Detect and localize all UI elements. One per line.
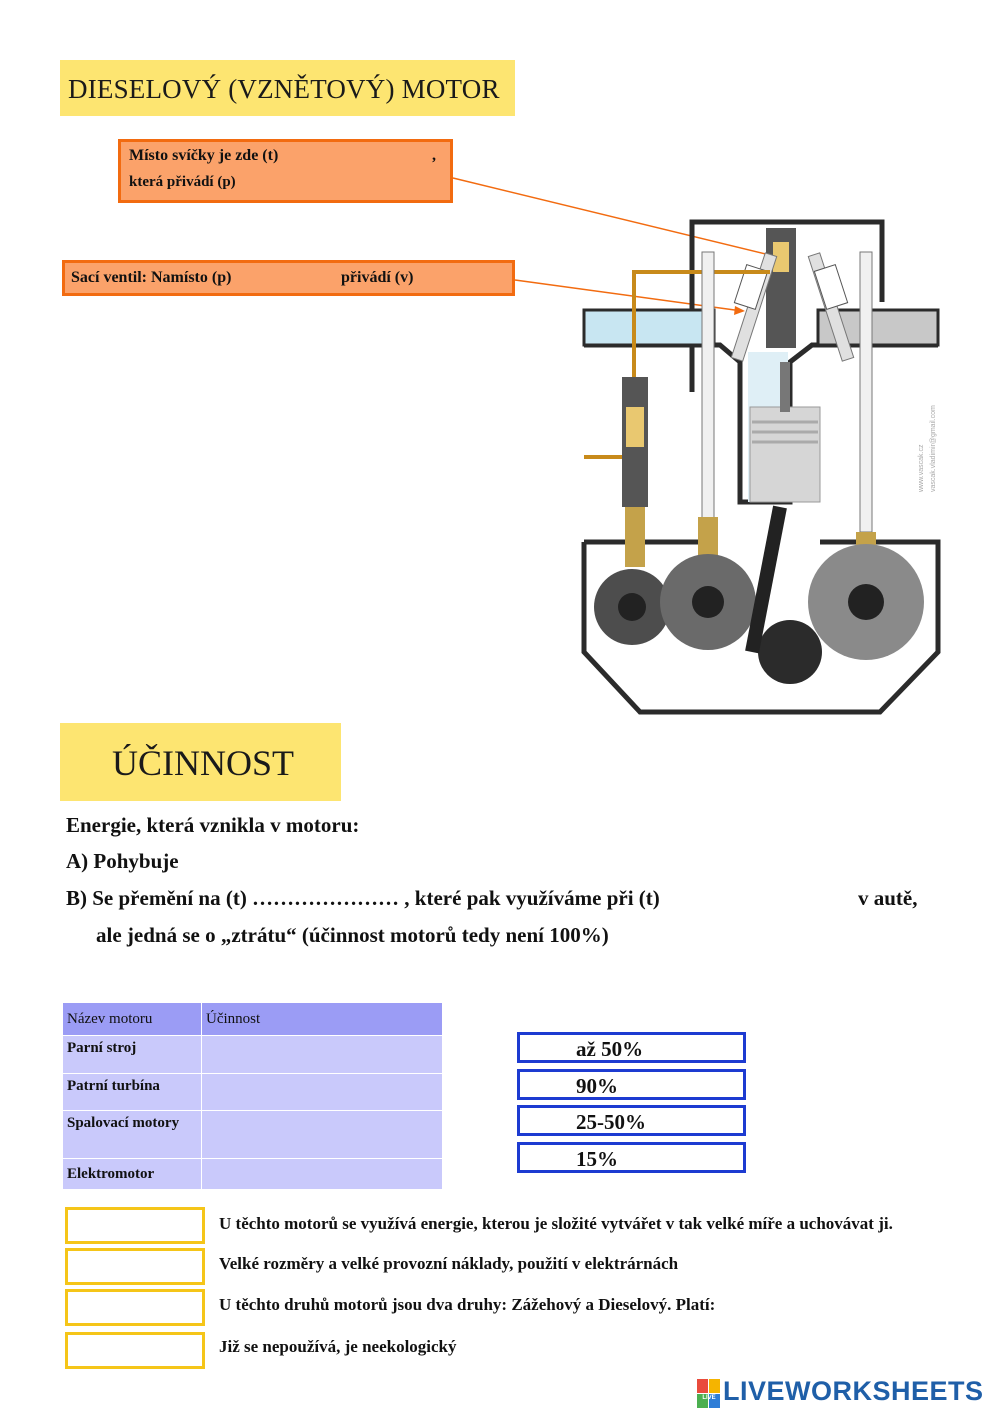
logo-text: LIVEWORKSHEETS: [723, 1376, 984, 1406]
page-title: DIESELOVÝ (VZNĚTOVÝ) MOTOR: [68, 74, 500, 104]
option-box[interactable]: 15%: [517, 1142, 746, 1173]
table-row: Elektromotor: [62, 1158, 443, 1190]
diesel-engine-diagram: www.vascak.cz vascak.vladimir@gmail.com: [581, 219, 941, 715]
option-label: 25-50%: [576, 1110, 646, 1134]
option-box[interactable]: až 50%: [517, 1032, 746, 1063]
option-label: 15%: [576, 1147, 618, 1171]
logo-badge-icon: LIVE: [697, 1379, 720, 1408]
table-row: Parní stroj: [62, 1035, 443, 1074]
table-cell-name: Parní stroj: [62, 1035, 202, 1074]
option-label: 90%: [576, 1074, 618, 1098]
option-label: až 50%: [576, 1037, 644, 1061]
paragraph-line-1: Energie, která vznikla v motoru:: [66, 813, 360, 837]
statement-text: U těchto druhů motorů jsou dva druhy: Zá…: [219, 1295, 716, 1314]
statement-text: U těchto motorů se využívá energie, kter…: [219, 1214, 893, 1233]
efficiency-table: Název motoru Účinnost Parní stroj Patrní…: [62, 1002, 443, 1190]
spark-label-line2: která přivádí (p): [129, 174, 236, 190]
table-cell-drop-target[interactable]: [201, 1158, 443, 1190]
section-title-box: ÚČINNOST: [60, 723, 341, 801]
answer-box[interactable]: [65, 1332, 205, 1369]
paragraph-line-3b: v autě,: [858, 886, 918, 910]
option-box[interactable]: 25-50%: [517, 1105, 746, 1136]
section-title: ÚČINNOST: [112, 743, 295, 783]
table-cell-name: Patrní turbína: [62, 1073, 202, 1111]
table-cell-name: Elektromotor: [62, 1158, 202, 1190]
table-cell-drop-target[interactable]: [201, 1110, 443, 1159]
paragraph-line-4: ale jedná se o „ztrátu“ (účinnost motorů…: [96, 923, 609, 947]
spark-label-comma: ,: [432, 147, 436, 164]
table-cell-drop-target[interactable]: [201, 1035, 443, 1074]
table-cell-name: Spalovací motory: [62, 1110, 202, 1159]
statement-text: Již se nepoužívá, je neekologický: [219, 1337, 457, 1356]
paragraph-line-2: A) Pohybuje: [66, 849, 179, 873]
answer-box[interactable]: [65, 1248, 205, 1285]
valve-label-box[interactable]: Sací ventil: Namísto (p) přivádí (v): [62, 260, 515, 296]
watermark-url: www.vascak.cz: [918, 444, 925, 493]
answer-box[interactable]: [65, 1207, 205, 1244]
paragraph-line-3a: B) Se přemění na (t) ………………… , které pak…: [66, 886, 660, 910]
table-row: Spalovací motory: [62, 1110, 443, 1159]
table-cell-drop-target[interactable]: [201, 1073, 443, 1111]
answer-box[interactable]: [65, 1289, 205, 1326]
page-title-box: DIESELOVÝ (VZNĚTOVÝ) MOTOR: [60, 60, 515, 116]
valve-label-part2: přivádí (v): [341, 269, 414, 286]
spark-label-line1: Místo svíčky je zde (t): [129, 147, 279, 164]
table-header-row: Název motoru Účinnost: [62, 1002, 443, 1036]
table-header-efficiency: Účinnost: [201, 1002, 443, 1036]
valve-label-part1: Sací ventil: Namísto (p): [71, 269, 232, 286]
spark-label-box[interactable]: Místo svíčky je zde (t) , která přivádí …: [118, 139, 453, 203]
liveworksheets-logo: LIVE LIVEWORKSHEETS: [697, 1376, 997, 1410]
logo-badge-text: LIVE: [702, 1395, 715, 1401]
option-box[interactable]: 90%: [517, 1069, 746, 1100]
watermark-email: vascak.vladimir@gmail.com: [930, 405, 937, 492]
table-row: Patrní turbína: [62, 1073, 443, 1111]
statement-text: Velké rozměry a velké provozní náklady, …: [219, 1254, 679, 1273]
table-header-name: Název motoru: [62, 1002, 202, 1036]
